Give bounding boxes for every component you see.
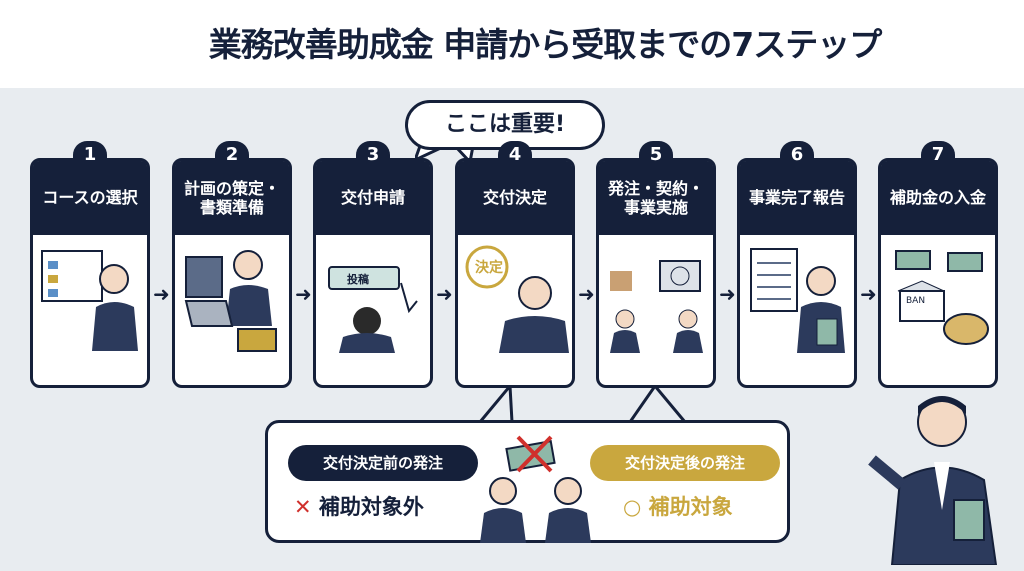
submit-button-text: 投稿 [347,272,369,286]
step-label: 計画の策定・書類準備 [175,161,289,235]
presenter-illustration [868,396,998,565]
before-decision-label: 交付決定前の発注 [288,445,478,481]
step-1-illustration [41,250,138,351]
step-card-7: 7 補助金の入金 BAN [878,141,998,388]
step-number: 7 [921,141,955,167]
step-number: 6 [780,141,814,167]
step-number: 4 [498,141,532,167]
step-2-illustration [184,250,277,352]
eligible-text: 補助対象 [648,495,733,519]
box-pointers [478,386,687,423]
arrow-right-icon: ➜ [860,282,877,306]
eligible-result: ○ 補助対象 [623,491,733,521]
not-eligible-result: ✕ 補助対象外 [294,491,424,521]
step-4-illustration: 決定 [465,245,569,353]
after-decision-label: 交付決定後の発注 [590,445,780,481]
step-card-3: 3 交付申請 投稿 [313,141,433,388]
arrow-right-icon: ➜ [153,282,170,306]
step-card-5: 5 発注・契約・事業実施 [596,141,716,388]
money-crossed-icon [505,435,556,473]
circle-icon: ○ [623,495,642,519]
arrow-right-icon: ➜ [436,282,453,306]
step-label: コースの選択 [33,161,147,235]
step-label: 交付決定 [458,161,572,235]
people-illustration [480,477,591,543]
step-number: 1 [73,141,107,167]
step-5-illustration [610,260,703,353]
step-number: 5 [639,141,673,167]
page-title: 業務改善助成金 申請から受取までの7ステップ [208,25,882,64]
step-card-4: 4 交付決定 決定 [455,141,575,388]
step-7-illustration: BAN [895,250,989,345]
arrow-right-icon: ➜ [295,282,312,306]
step-label: 交付申請 [316,161,430,235]
step-6-illustration [750,248,845,353]
step-number: 3 [356,141,390,167]
step-label: 発注・契約・事業実施 [599,161,713,235]
arrow-right-icon: ➜ [578,282,595,306]
order-timing-comparison: 交付決定前の発注 ✕ 補助対象外 交付決定後の発注 ○ 補助対象 [265,420,790,543]
step-card-6: 6 事業完了報告 [737,141,857,388]
cross-icon: ✕ [294,495,312,519]
step-card-2: 2 計画の策定・書類準備 [172,141,292,388]
not-eligible-text: 補助対象外 [318,495,424,519]
stamp-text: 決定 [475,259,503,276]
step-label: 補助金の入金 [881,161,995,235]
step-3-illustration: 投稿 [328,266,418,353]
step-label: 事業完了報告 [740,161,854,235]
arrow-right-icon: ➜ [719,282,736,306]
step-card-1: 1 コースの選択 [30,141,150,388]
step-number: 2 [215,141,249,167]
bank-text: BAN [906,296,925,306]
